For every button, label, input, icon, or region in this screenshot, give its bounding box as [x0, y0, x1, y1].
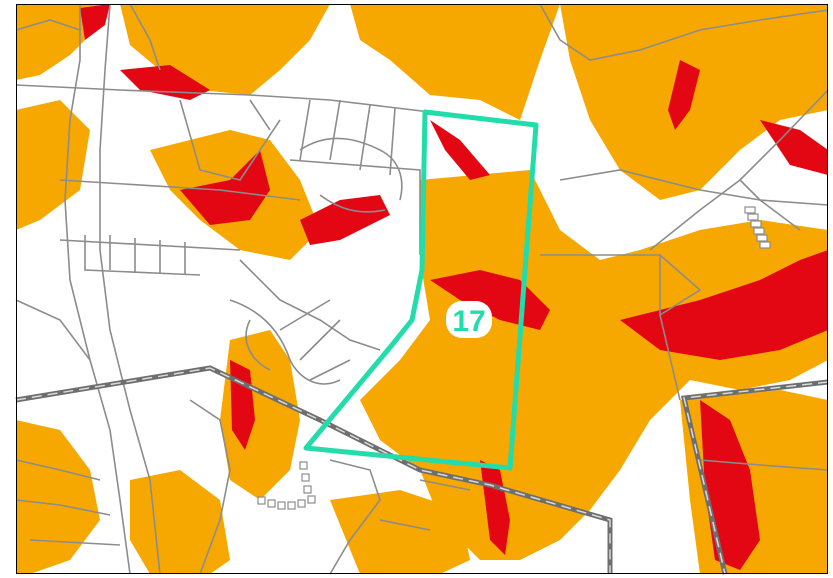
- steep-slope-areas: [80, 4, 828, 570]
- parcel-lines: [15, 3, 829, 575]
- site-outline: [303, 109, 539, 471]
- boundary-lines: [15, 365, 829, 575]
- site-number: 17: [452, 305, 485, 338]
- building-footprints: [257, 206, 771, 510]
- site-label: 17: [446, 301, 492, 338]
